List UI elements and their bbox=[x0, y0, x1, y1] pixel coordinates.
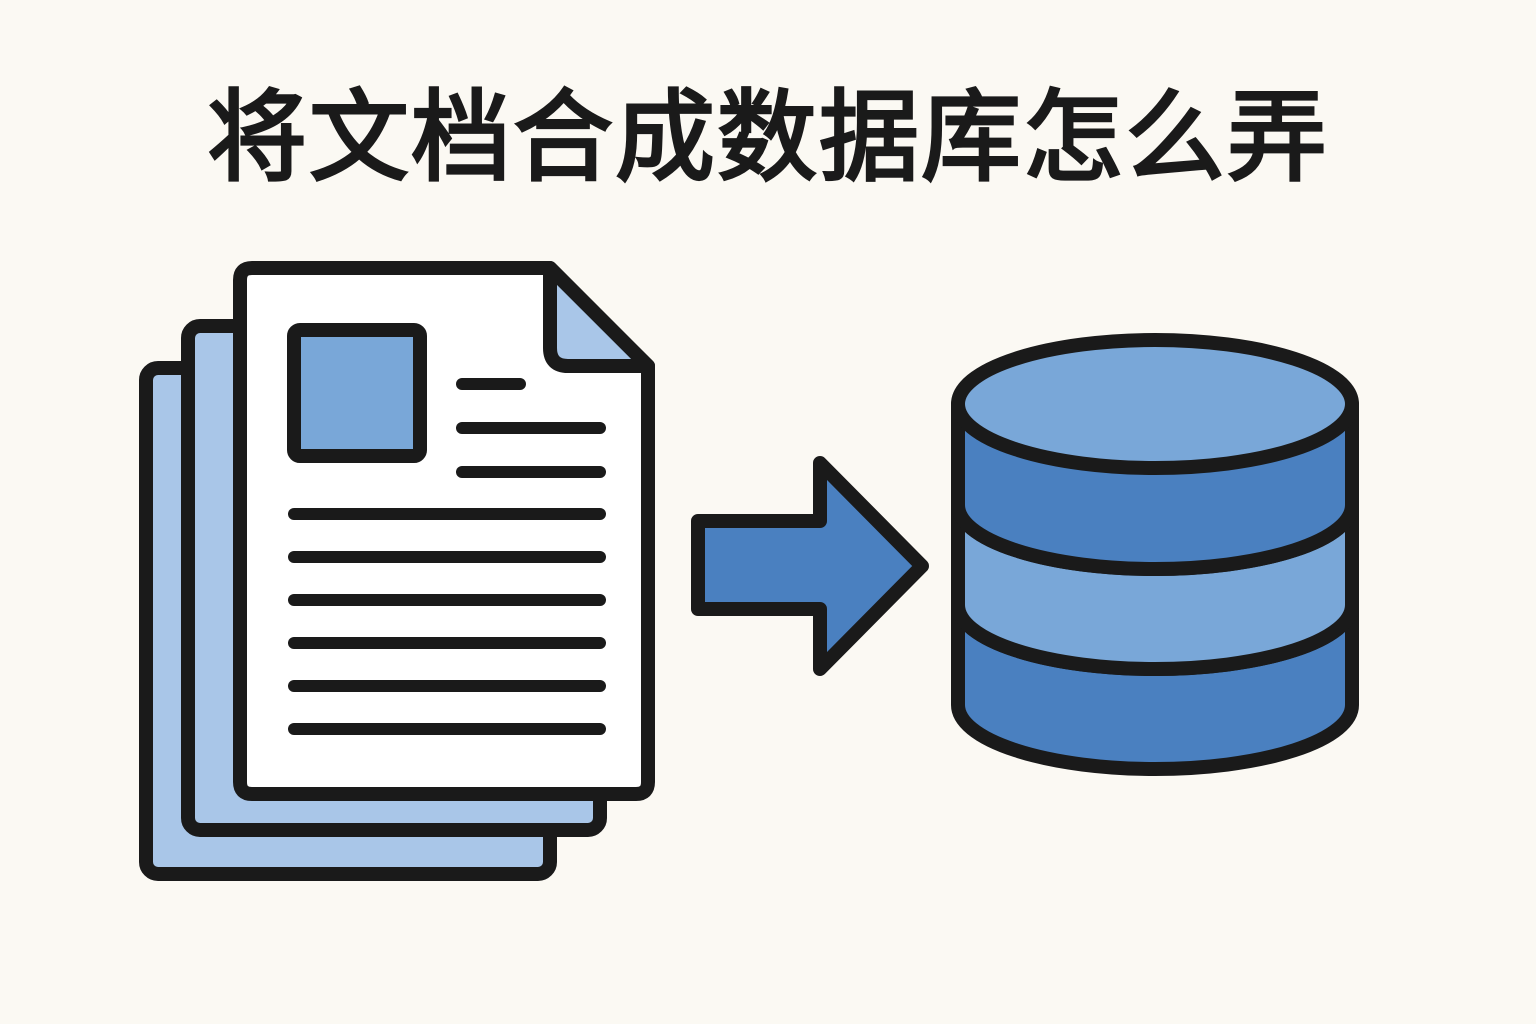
text-lines bbox=[288, 378, 606, 735]
arrow-right-icon bbox=[691, 456, 929, 676]
document-stack-icon bbox=[139, 261, 655, 881]
page-title: 将文档合成数据库怎么弄 bbox=[207, 79, 1329, 196]
database-icon bbox=[951, 333, 1359, 776]
database-top-cap bbox=[951, 333, 1359, 475]
image-placeholder bbox=[287, 323, 427, 463]
page-fold-corner bbox=[543, 261, 655, 373]
